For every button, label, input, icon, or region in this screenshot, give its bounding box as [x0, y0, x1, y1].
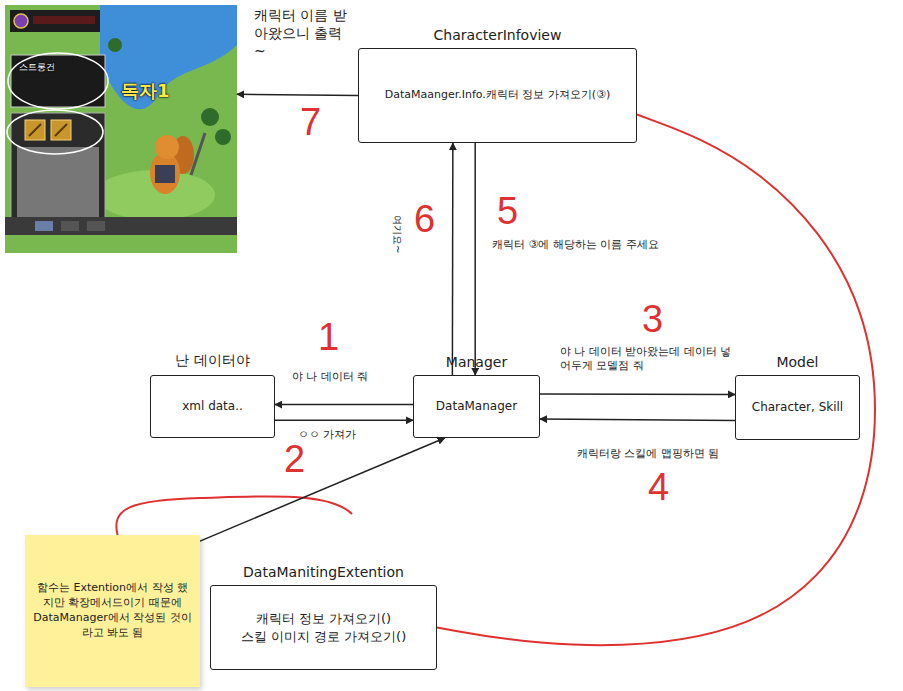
item-area: [17, 147, 99, 217]
annotation-circle: [7, 110, 103, 154]
callout-number: 4: [648, 468, 669, 506]
game-screenshot: 스트롱건독자1: [5, 5, 237, 253]
callout-number: 7: [300, 103, 321, 141]
extension-box: DataManitingExtention캐릭터 정보 가져오기()스킬 이미지…: [210, 585, 437, 670]
game-text: 독자1: [121, 79, 170, 103]
game-text: 스트롱건: [19, 61, 55, 74]
toolbar-button: [35, 221, 53, 231]
edge-label: 캐릭터 ③에 해당하는 이름 주세요: [490, 238, 661, 252]
tree: [215, 129, 231, 145]
box-text: 함수는 Extention에서 작성 했지만 확장메서드이기 때문에 DataM…: [33, 581, 192, 640]
callout-number: 3: [642, 300, 663, 338]
view-box: CharacterInfoviewDataMaanger.Info.캐릭터 정보…: [358, 48, 637, 143]
box-body: Character, Skill: [744, 399, 851, 415]
portrait-icon: [14, 14, 28, 28]
box-heading: 난 데이터야: [175, 352, 249, 370]
box-text: 스킬 이미지 경로 가져오기(): [219, 628, 428, 646]
connector: [452, 143, 454, 375]
game-screenshot: [5, 5, 237, 253]
toolbar: [5, 217, 237, 235]
edge-label: 야 나 데이터 받아왔는데 데이터 넣어두게 모델점 줘: [558, 345, 737, 374]
callout-number: 1: [318, 318, 339, 356]
character-armor: [155, 165, 175, 183]
connector: [540, 419, 735, 420]
box-heading: DataManitingExtention: [243, 564, 404, 580]
callout-number: 5: [497, 192, 518, 230]
box-heading: Manager: [446, 354, 507, 370]
tree: [108, 38, 122, 52]
annotation-circle: [8, 53, 108, 109]
box-body: 캐릭터 정보 가져오기()스킬 이미지 경로 가져오기(): [219, 610, 428, 645]
water: [100, 5, 237, 109]
grass: [5, 5, 237, 253]
tree: [201, 108, 219, 126]
box-text: 캐릭터 정보 가져오기(): [219, 610, 428, 628]
toolbar-button: [61, 221, 79, 231]
connector: [540, 393, 735, 395]
box-body: DataMaanger.Info.캐릭터 정보 가져오기(③): [367, 88, 628, 103]
box-body: 함수는 Extention에서 작성 했지만 확장메서드이기 때문에 DataM…: [33, 581, 192, 640]
edge-label: 캐릭터랑 스킬에 맵핑하면 됨: [575, 447, 722, 461]
character-head: [155, 135, 179, 159]
box-heading: CharacterInfoview: [434, 27, 562, 43]
sticky-note: 함수는 Extention에서 작성 했지만 확장메서드이기 때문에 DataM…: [25, 535, 200, 687]
item-panel: [11, 113, 105, 223]
connector: [237, 94, 358, 95]
box-body: DataManager: [422, 398, 531, 414]
box-text: xml data..: [159, 398, 266, 414]
edge-label: 야 나 데이터 줘: [290, 370, 371, 384]
manager-box: ManagerDataManager: [413, 375, 540, 438]
callout-number: 6: [414, 200, 435, 238]
connector: [200, 438, 445, 541]
toolbar-button: [87, 221, 105, 231]
info-panel: [11, 55, 105, 107]
status-bar: [10, 10, 100, 32]
box-text: Character, Skill: [744, 399, 851, 415]
connector: [474, 143, 476, 375]
connector: [275, 420, 413, 422]
edge-label: ㅇㅇ 가져가: [296, 428, 359, 442]
callout-number: 2: [284, 440, 305, 478]
box-body: xml data..: [159, 398, 266, 414]
skill-glyph: [29, 124, 67, 136]
box-text: DataMaanger.Info.캐릭터 정보 가져오기(③): [367, 88, 628, 103]
annotation-curve: [116, 496, 352, 537]
edge-label: 여기요~: [391, 213, 404, 255]
model-box: ModelCharacter, Skill: [735, 375, 860, 440]
connector: [275, 404, 413, 406]
name-bar: [33, 16, 95, 24]
box-text: DataManager: [422, 398, 531, 414]
box-heading: Model: [776, 354, 818, 370]
data-box: 난 데이터야xml data..: [150, 375, 275, 438]
character-sword: [191, 133, 205, 175]
edge-label: 캐릭터 이름 받아왔으니 출력~: [252, 6, 356, 61]
